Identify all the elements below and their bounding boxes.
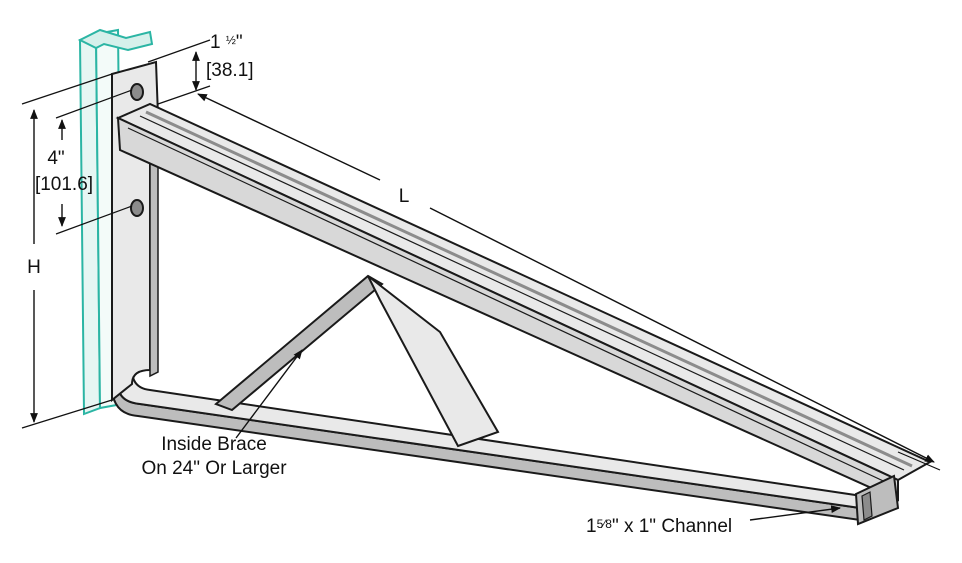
dimension-hole-spacing: 4" [101.6] — [35, 89, 133, 235]
inside-brace-right-leg — [367, 275, 500, 448]
channel-label: 15⁄8" x 1" Channel — [586, 516, 732, 537]
hole-spacing-metric: [101.6] — [35, 174, 93, 195]
top-arm-slot — [145, 110, 913, 468]
ext-line-bottom — [157, 85, 211, 105]
dimension-flange-width: 1 ½" [38.1] — [147, 32, 254, 105]
callout-inside-brace: Inside Brace On 24" Or Larger — [141, 349, 303, 479]
inside-brace-label-line1: Inside Brace — [161, 434, 267, 455]
channel-leader — [749, 505, 841, 521]
inside-brace-label-line2: On 24" Or Larger — [141, 458, 287, 479]
mounting-hole-bottom — [130, 199, 144, 217]
bracket-body — [110, 60, 933, 526]
channel-end-lip — [861, 491, 873, 521]
top-arm-groove-1 — [127, 127, 895, 487]
ext-line-height-top — [21, 73, 113, 105]
length-arrow-left — [197, 93, 381, 181]
dimension-height: H — [21, 73, 113, 429]
inside-brace-leader — [235, 349, 303, 439]
inside-brace-left-leg — [214, 274, 384, 412]
ext-line-hole-bottom — [55, 205, 133, 235]
length-arrow-right — [429, 207, 935, 463]
ext-line-top — [147, 39, 211, 63]
callout-channel: 15⁄8" x 1" Channel — [586, 505, 841, 537]
length-label: L — [399, 186, 410, 207]
flange-width-metric: [38.1] — [206, 60, 254, 81]
top-arm-groove-2 — [139, 115, 905, 471]
ext-line-hole-top — [55, 89, 133, 119]
dimension-length: L — [197, 93, 941, 471]
hole-spacing-imperial: 4" — [47, 148, 64, 169]
height-label: H — [27, 257, 41, 278]
channel-top-lip — [77, 28, 154, 52]
flange-width-imperial: 1 ½" — [210, 32, 243, 53]
ext-line-length-end — [897, 451, 941, 471]
mounting-hole-top — [130, 83, 144, 101]
ext-line-height-bottom — [21, 399, 113, 429]
